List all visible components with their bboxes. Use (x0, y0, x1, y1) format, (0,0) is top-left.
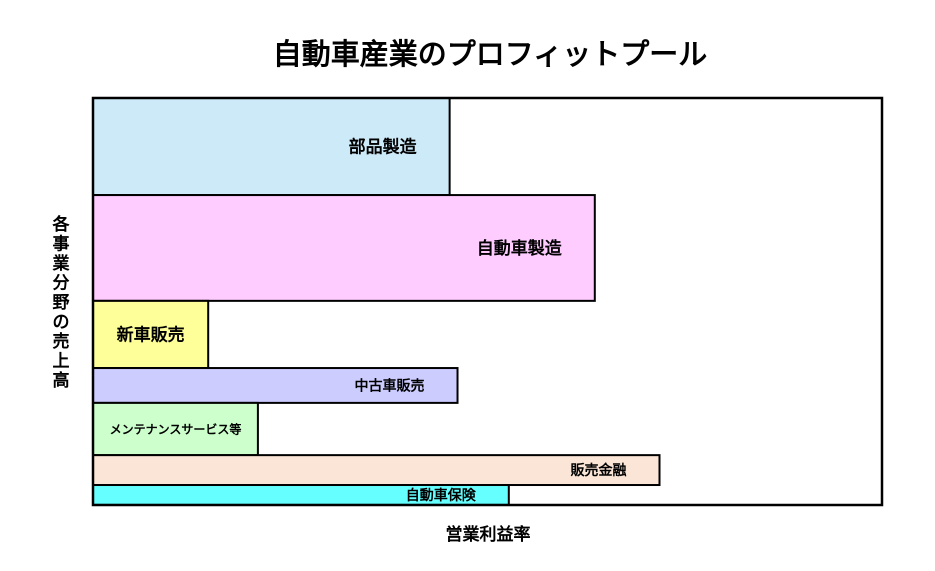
bar-label-3: 新車販売 (117, 325, 185, 346)
chart-title: 自動車産業のプロフィットプール (273, 37, 707, 71)
bar-4 (92, 367, 459, 404)
plot-frame (91, 96, 884, 507)
bar-2 (92, 194, 596, 302)
y-axis-label: 各事業分野の売上高 (52, 214, 71, 391)
bar-label-4: 中古車販売 (355, 378, 425, 395)
bar-label-5: メンテナンスサービス等 (110, 421, 242, 436)
bar-label-7: 自動車保険 (406, 487, 477, 504)
x-axis-label: 営業利益率 (446, 524, 531, 545)
bar-label-2: 自動車製造 (477, 238, 563, 259)
bar-label-1: 部品製造 (349, 137, 418, 158)
bar-label-6: 販売金融 (571, 462, 627, 479)
bar-1 (92, 97, 451, 197)
